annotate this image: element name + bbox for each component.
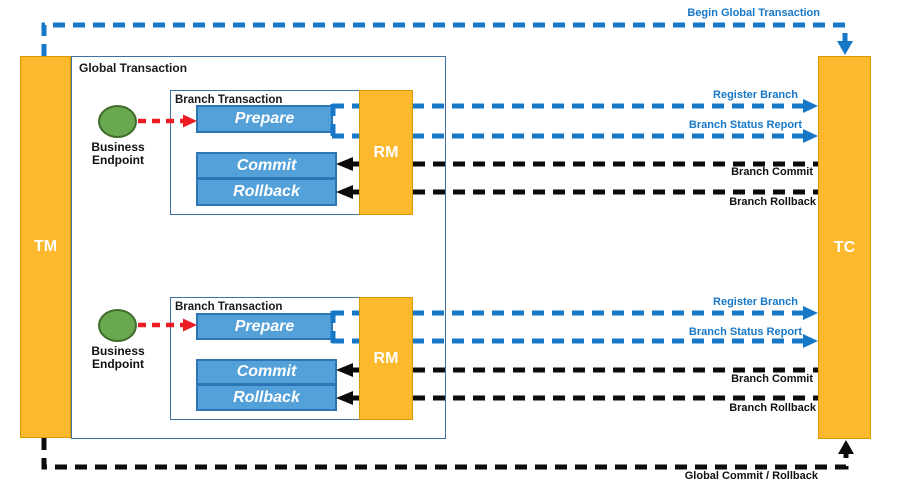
business-endpoint-label-2: Business Endpoint [91,344,145,371]
branch-commit-label-2: Branch Commit [731,373,813,385]
prepare-box-1: Prepare [196,105,333,133]
begin-global-transaction-label: Begin Global Transaction [687,7,820,19]
register-branch-label-1: Register Branch [713,89,798,101]
global-transaction-title: Global Transaction [79,61,188,75]
branch-status-report-label-1: Branch Status Report [688,119,802,131]
tc-node: TC [818,56,871,439]
branch-rollback-label-2: Branch Rollback [729,402,816,414]
business-endpoint-dot-2 [98,309,137,342]
branch-commit-label-1: Branch Commit [731,166,813,178]
branch-status-report-label-2: Branch Status Report [688,326,802,338]
business-endpoint-label-1: Business Endpoint [91,140,145,167]
tm-node: TM [20,56,71,438]
register-branch-label-2: Register Branch [713,296,798,308]
branch-transaction-title-1: Branch Transaction [175,94,283,106]
branch-transaction-title-2: Branch Transaction [175,301,283,313]
business-endpoint-dot-1 [98,105,137,138]
rollback-box-1: Rollback [196,178,337,206]
prepare-box-2: Prepare [196,313,333,340]
rollback-box-2: Rollback [196,384,337,411]
branch-rollback-label-1: Branch Rollback [729,196,816,208]
global-commit-rollback-label: Global Commit / Rollback [684,470,818,482]
